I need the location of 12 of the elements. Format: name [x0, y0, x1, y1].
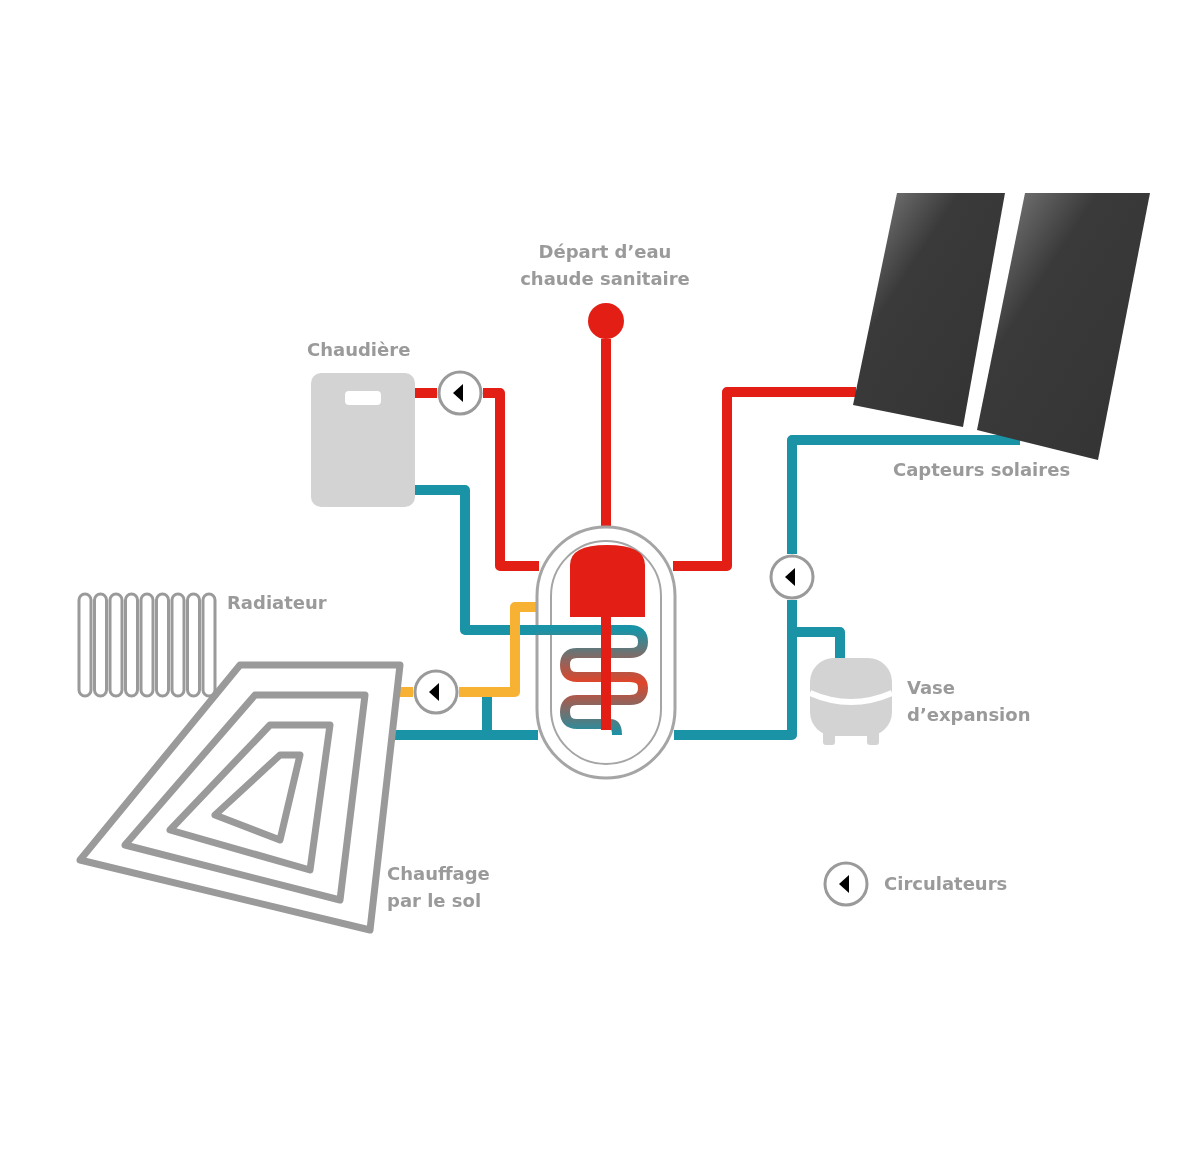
pipe [415, 485, 537, 635]
component-label: Vase d’expansion [907, 676, 1032, 727]
component-label: Radiateur [227, 591, 328, 615]
component-label: Capteurs solaires [893, 458, 1072, 482]
pipe [459, 602, 537, 697]
pipe [787, 435, 1020, 554]
pipe [415, 388, 437, 398]
pipe [601, 339, 611, 527]
legend-label: Circulateurs [884, 872, 1008, 896]
component-label: Chaudière [307, 338, 412, 362]
component-label: Chauffage par le sol [387, 862, 491, 913]
component-label: Départ d’eau chaude sanitaire [519, 240, 691, 291]
